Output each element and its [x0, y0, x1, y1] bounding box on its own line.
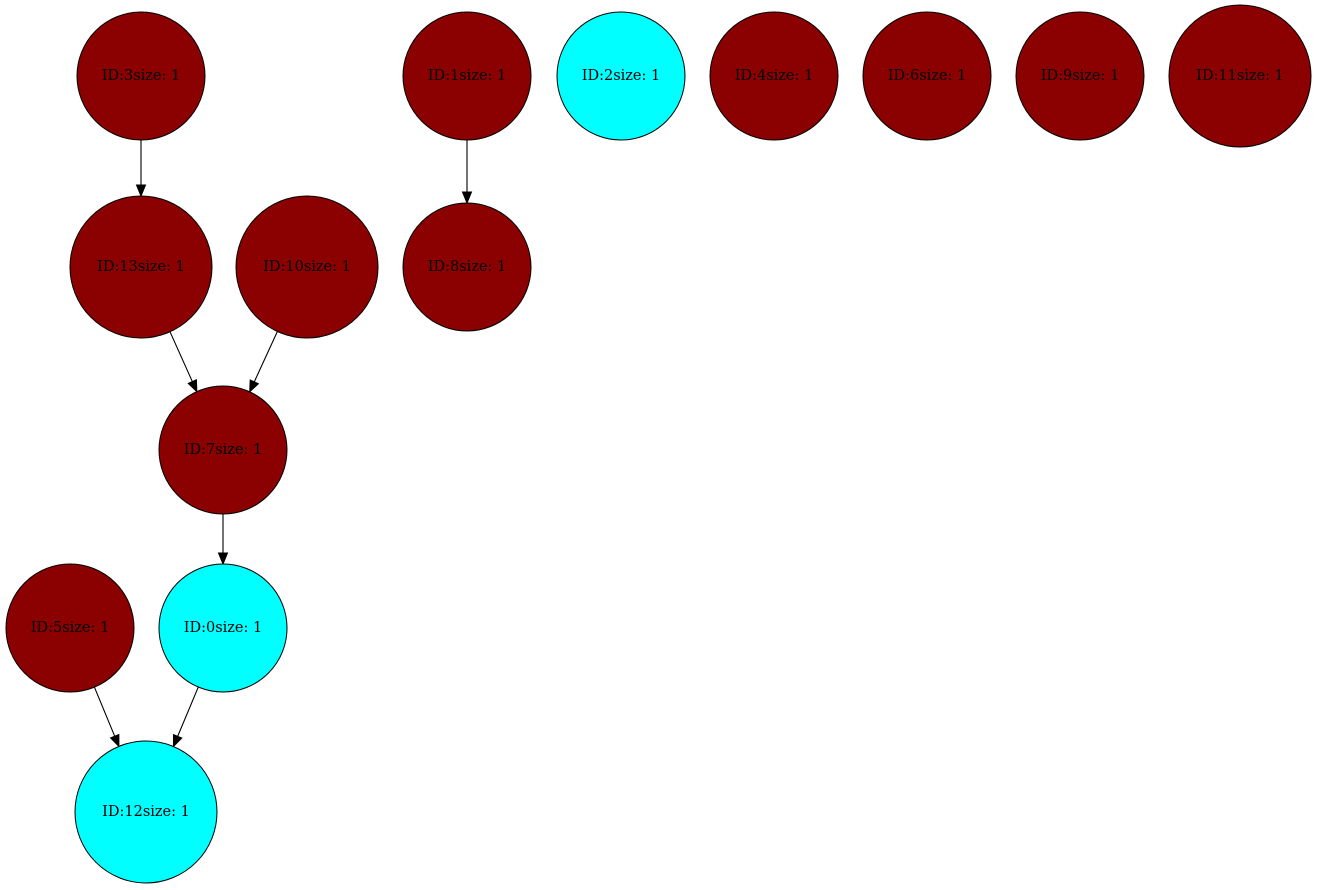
- graph-node-n9[interactable]: ID:9size: 1: [1015, 11, 1145, 141]
- node-circle[interactable]: [158, 563, 288, 693]
- graph-node-n7[interactable]: ID:7size: 1: [158, 385, 288, 515]
- node-circle[interactable]: [5, 563, 135, 693]
- edge-n3-to-n13: [135, 140, 147, 198]
- node-label: ID:3size: 1: [102, 68, 180, 84]
- nodes-layer: ID:3size: 1 ID:1size: 1 ID:2size: 1 ID:4siz…: [5, 4, 1312, 884]
- arrowhead-icon: [109, 733, 120, 748]
- graph-node-n3[interactable]: ID:3size: 1: [76, 11, 206, 141]
- node-circle[interactable]: [74, 740, 218, 884]
- node-label: ID:5size: 1: [31, 620, 109, 636]
- graph-node-n5[interactable]: ID:5size: 1: [5, 563, 135, 693]
- edge-line: [93, 686, 116, 737]
- arrowhead-icon: [217, 552, 229, 566]
- graph-node-n4[interactable]: ID:4size: 1: [709, 11, 839, 141]
- graph-node-n1[interactable]: ID:1size: 1: [402, 11, 532, 141]
- node-circle[interactable]: [69, 195, 213, 339]
- node-label: ID:6size: 1: [888, 68, 966, 84]
- node-label: ID:1size: 1: [428, 68, 506, 84]
- node-circle[interactable]: [402, 11, 532, 141]
- edge-n10-to-n7: [249, 331, 278, 394]
- graph-node-n0[interactable]: ID:0size: 1: [158, 563, 288, 693]
- graph-node-n13[interactable]: ID:13size: 1: [69, 195, 213, 339]
- edge-line: [253, 331, 278, 383]
- edge-n5-to-n12: [93, 686, 120, 748]
- edge-n1-to-n8: [461, 140, 473, 205]
- node-circle[interactable]: [402, 202, 532, 332]
- arrowhead-icon: [461, 191, 473, 205]
- arrowhead-icon: [187, 378, 198, 393]
- graph-node-n10[interactable]: ID:10size: 1: [235, 195, 379, 339]
- node-circle[interactable]: [235, 195, 379, 339]
- graph-node-n11[interactable]: ID:11size: 1: [1168, 4, 1312, 148]
- node-label: ID:13size: 1: [97, 259, 185, 275]
- node-label: ID:10size: 1: [263, 259, 351, 275]
- node-label: ID:7size: 1: [184, 442, 262, 458]
- graph-node-n6[interactable]: ID:6size: 1: [862, 11, 992, 141]
- edge-line: [169, 331, 193, 382]
- edges-layer: [93, 140, 473, 748]
- edge-n13-to-n7: [169, 331, 198, 393]
- node-label: ID:8size: 1: [428, 259, 506, 275]
- arrowhead-icon: [135, 184, 147, 198]
- node-label: ID:12size: 1: [102, 804, 190, 820]
- node-circle[interactable]: [1168, 4, 1312, 148]
- node-circle[interactable]: [556, 11, 686, 141]
- node-circle[interactable]: [709, 11, 839, 141]
- arrowhead-icon: [249, 379, 260, 394]
- node-label: ID:9size: 1: [1041, 68, 1119, 84]
- node-label: ID:2size: 1: [582, 68, 660, 84]
- graph-node-n2[interactable]: ID:2size: 1: [556, 11, 686, 141]
- edge-n7-to-n0: [217, 514, 229, 566]
- node-circle[interactable]: [1015, 11, 1145, 141]
- node-label: ID:0size: 1: [184, 620, 262, 636]
- node-circle[interactable]: [158, 385, 288, 515]
- node-label: ID:11size: 1: [1196, 68, 1284, 84]
- arrowhead-icon: [172, 733, 183, 748]
- edge-line: [177, 686, 199, 737]
- edge-n0-to-n12: [172, 686, 199, 748]
- node-circle[interactable]: [76, 11, 206, 141]
- node-circle[interactable]: [862, 11, 992, 141]
- node-label: ID:4size: 1: [735, 68, 813, 84]
- graph-node-n8[interactable]: ID:8size: 1: [402, 202, 532, 332]
- graph-node-n12[interactable]: ID:12size: 1: [74, 740, 218, 884]
